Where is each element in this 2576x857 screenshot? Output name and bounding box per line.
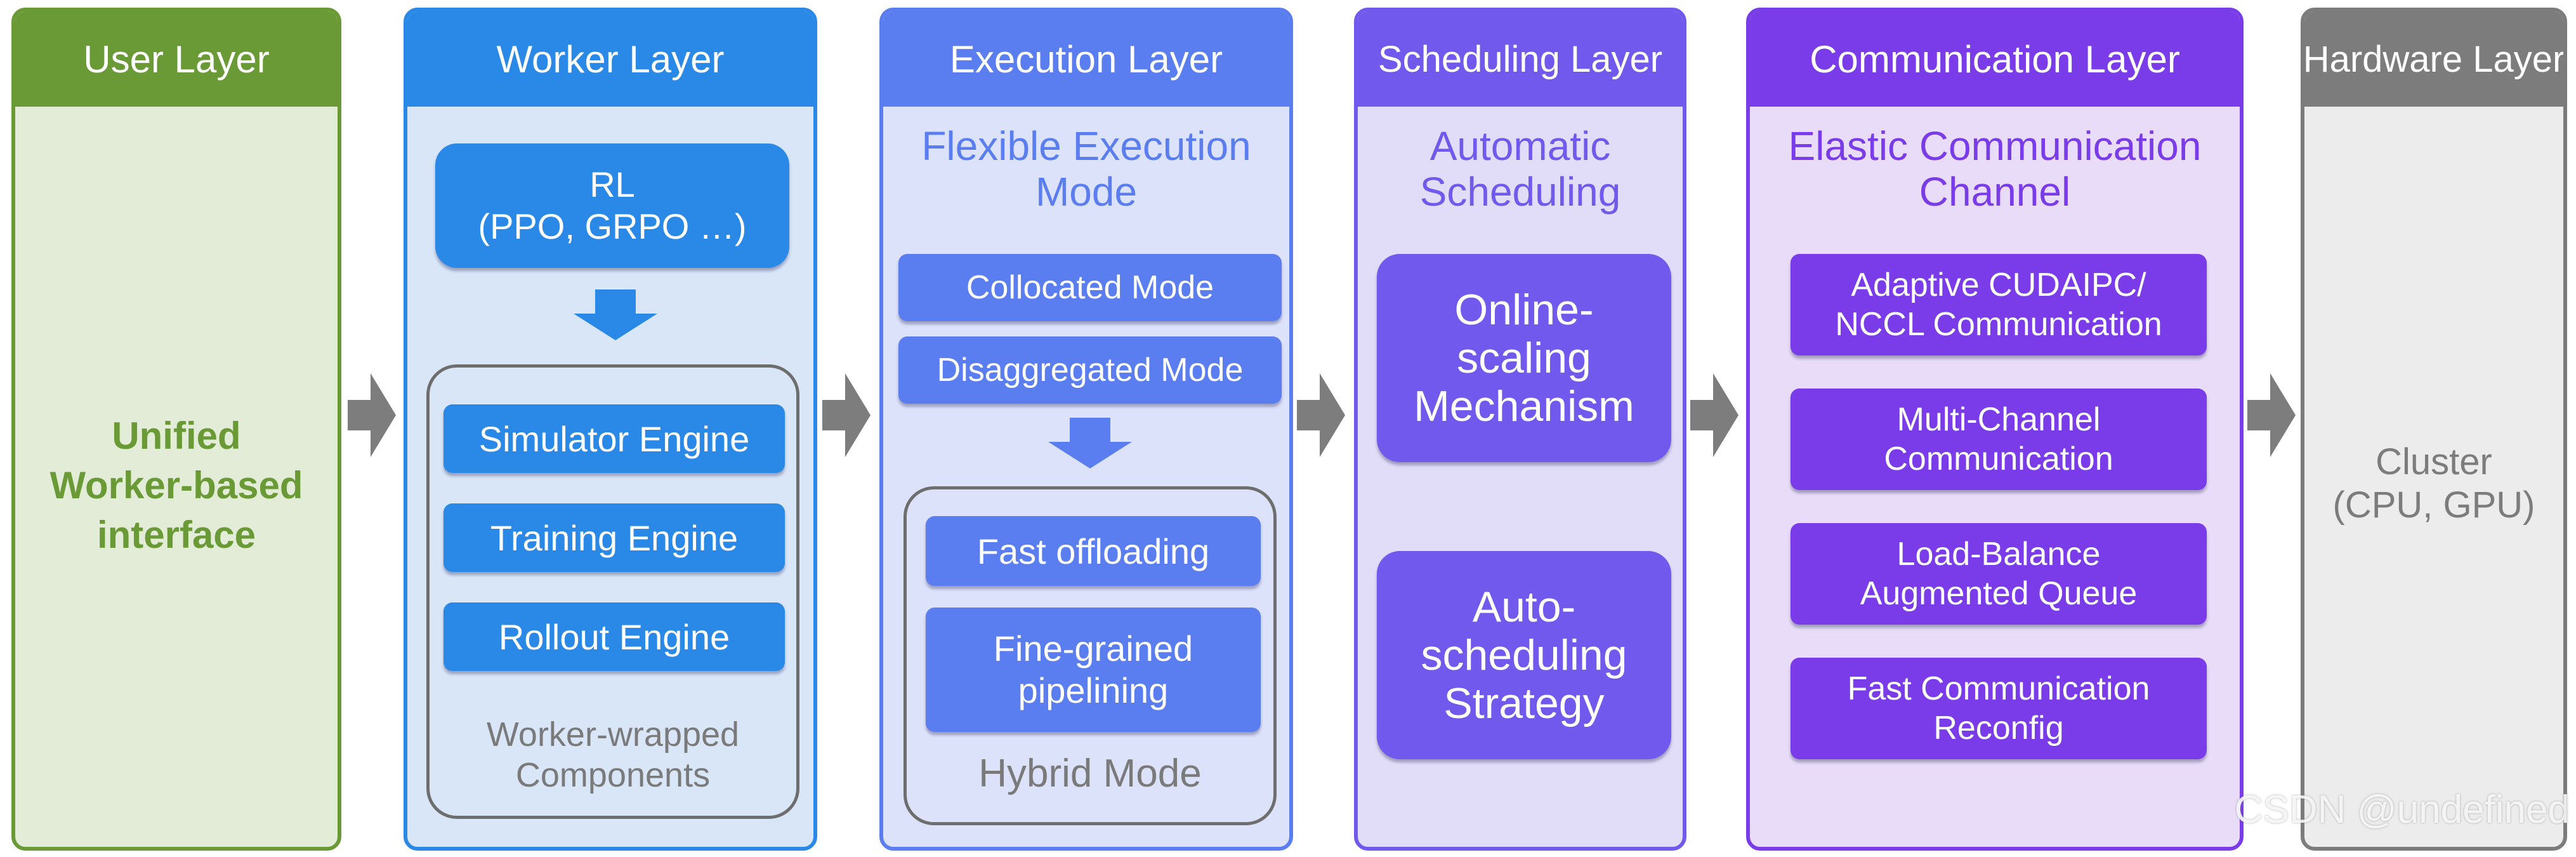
right-arrow-icon (2247, 373, 2296, 457)
hardware-layer-title: Hardware Layer (2304, 11, 2563, 107)
hybrid-mode-group: Fast offloading Fine-grained pipelining … (904, 486, 1277, 825)
online-scaling-line-3: Mechanism (1414, 382, 1634, 430)
worker-layer-title: Worker Layer (407, 11, 813, 107)
worker-caption-line-2: Components (515, 756, 711, 794)
right-arrow-icon (1690, 373, 1738, 457)
cluster-text: Cluster (CPU, GPU) (2304, 441, 2563, 527)
pipelining-line-2: pipelining (1018, 670, 1169, 710)
down-arrow-icon (574, 289, 657, 340)
execution-subtitle: Flexible Execution Mode (883, 123, 1289, 215)
cluster-line-1: Cluster (2376, 441, 2492, 482)
hybrid-mode-caption: Hybrid Mode (978, 752, 1202, 795)
adaptive-cudaipc-nccl-box: Adaptive CUDAIPC/ NCCL Communication (1791, 254, 2207, 355)
load-balance-line-1: Load-Balance (1896, 536, 2101, 573)
online-scaling-mechanism-box: Online- scaling Mechanism (1377, 254, 1671, 462)
auto-scheduling-line-1: Auto- (1472, 583, 1576, 631)
right-arrow-icon (348, 373, 396, 457)
unified-interface-text: Unified Worker-based interface (15, 411, 338, 560)
unified-line-3: interface (96, 514, 256, 556)
worker-layer-column: Worker Layer RL (PPO, GRPO …) Simulator … (404, 8, 817, 851)
fast-communication-reconfig-box: Fast Communication Reconfig (1791, 658, 2207, 759)
user-layer-title: User Layer (15, 11, 338, 107)
right-arrow-icon (822, 373, 871, 457)
multi-channel-communication-box: Multi-Channel Communication (1791, 389, 2207, 490)
watermark: CSDN @undefined (2234, 788, 2570, 832)
cluster-line-2: (CPU, GPU) (2332, 484, 2535, 526)
execution-subtitle-line-2: Mode (1035, 169, 1138, 215)
simulator-engine-box: Simulator Engine (444, 404, 785, 473)
multi-channel-line-1: Multi-Channel (1896, 401, 2101, 438)
online-scaling-line-2: scaling (1457, 334, 1591, 382)
worker-group-caption: Worker-wrapped Components (430, 714, 796, 795)
communication-layer-column: Communication Layer Elastic Communicatio… (1746, 8, 2244, 851)
communication-layer-title: Communication Layer (1750, 11, 2240, 107)
collocated-mode-box: Collocated Mode (898, 254, 1282, 321)
unified-line-2: Worker-based (49, 464, 303, 507)
load-balance-queue-box: Load-Balance Augmented Queue (1791, 523, 2207, 625)
rl-label: RL (589, 164, 635, 204)
execution-layer-title: Execution Layer (883, 11, 1289, 107)
down-arrow-icon (1048, 418, 1132, 468)
unified-line-1: Unified (112, 415, 241, 457)
auto-scheduling-strategy-box: Auto- scheduling Strategy (1377, 551, 1671, 759)
scheduling-subtitle-line-2: Scheduling (1419, 169, 1621, 215)
fine-grained-pipelining-box: Fine-grained pipelining (926, 608, 1261, 732)
reconfig-line-1: Fast Communication (1847, 670, 2150, 707)
pipelining-line-1: Fine-grained (993, 628, 1193, 668)
auto-scheduling-line-3: Strategy (1443, 679, 1605, 727)
communication-subtitle-line-2: Channel (1919, 169, 2071, 215)
auto-scheduling-line-2: scheduling (1421, 631, 1627, 679)
scheduling-layer-title: Scheduling Layer (1358, 11, 1683, 107)
scheduling-subtitle-line-1: Automatic (1429, 123, 1611, 169)
rl-algorithms: (PPO, GRPO …) (478, 206, 747, 246)
execution-layer-column: Execution Layer Flexible Execution Mode … (879, 8, 1293, 851)
right-arrow-icon (1297, 373, 1345, 457)
communication-subtitle: Elastic Communication Channel (1750, 123, 2240, 215)
reconfig-line-2: Reconfig (1933, 710, 2064, 747)
cudaipc-line-1: Adaptive CUDAIPC/ (1851, 267, 2146, 303)
hardware-layer-column: Hardware Layer Cluster (CPU, GPU) (2301, 8, 2567, 851)
worker-wrapped-components-group: Simulator Engine Training Engine Rollout… (426, 364, 799, 819)
rollout-engine-box: Rollout Engine (444, 602, 785, 671)
fast-offloading-box: Fast offloading (926, 516, 1261, 586)
execution-subtitle-line-1: Flexible Execution (921, 123, 1251, 169)
disaggregated-mode-box: Disaggregated Mode (898, 336, 1282, 404)
worker-caption-line-1: Worker-wrapped (486, 715, 740, 754)
scheduling-subtitle: Automatic Scheduling (1358, 123, 1683, 215)
training-engine-box: Training Engine (444, 503, 785, 572)
multi-channel-line-2: Communication (1884, 441, 2113, 477)
communication-subtitle-line-1: Elastic Communication (1788, 123, 2202, 169)
cudaipc-line-2: NCCL Communication (1835, 306, 2162, 343)
user-layer-column: User Layer Unified Worker-based interfac… (11, 8, 341, 851)
load-balance-line-2: Augmented Queue (1860, 575, 2138, 612)
scheduling-layer-column: Scheduling Layer Automatic Scheduling On… (1354, 8, 1686, 851)
online-scaling-line-1: Online- (1454, 286, 1594, 334)
rl-box: RL (PPO, GRPO …) (435, 143, 789, 268)
